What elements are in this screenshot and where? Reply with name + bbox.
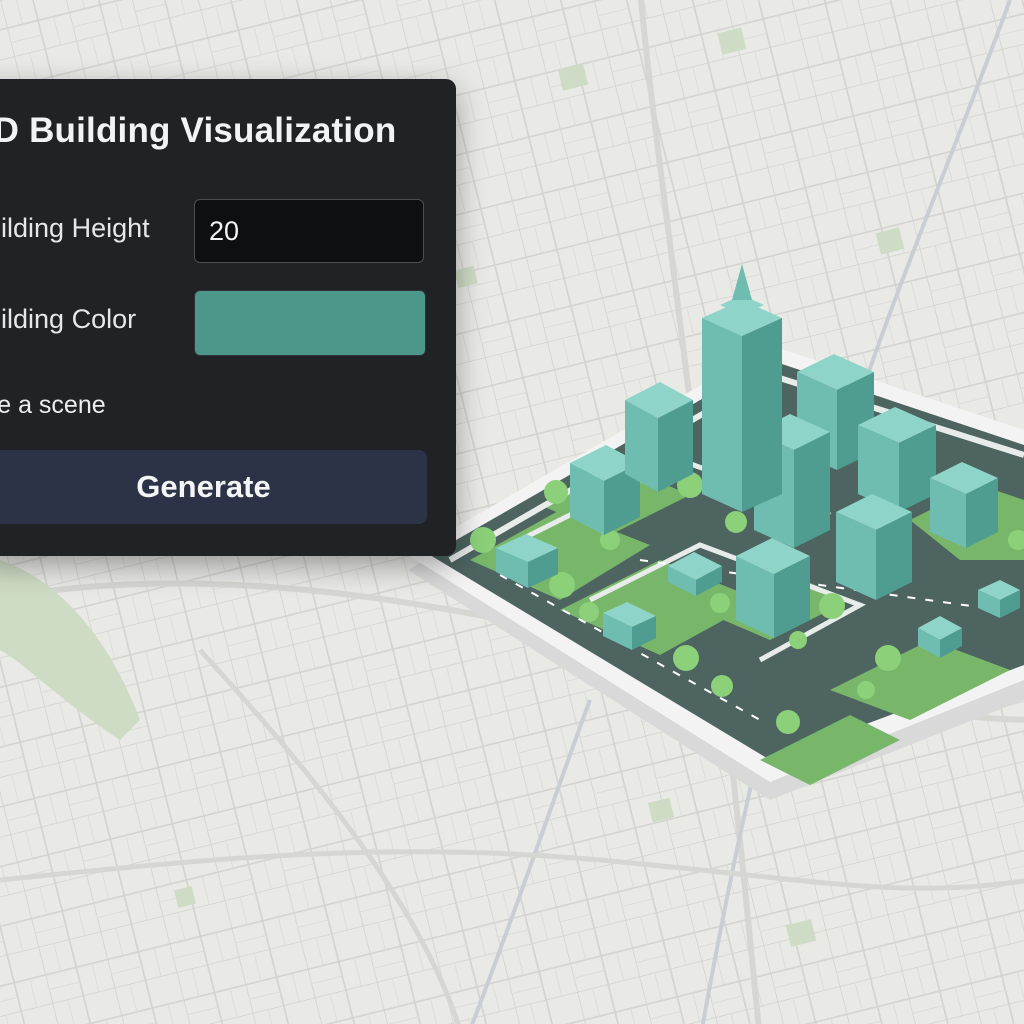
building-color-label: Building Color: [0, 304, 137, 334]
building-height-label: Building Height: [0, 213, 150, 243]
scene-prompt-text[interactable]: Make a scene: [0, 391, 106, 419]
building-height-input[interactable]: [194, 199, 424, 263]
generate-button[interactable]: Generate: [0, 450, 427, 524]
building-color-picker[interactable]: [194, 290, 426, 356]
settings-panel: 3D Building Visualization Building Heigh…: [0, 79, 456, 556]
city-3d-model[interactable]: [408, 264, 1024, 800]
panel-title: 3D Building Visualization: [0, 111, 397, 150]
